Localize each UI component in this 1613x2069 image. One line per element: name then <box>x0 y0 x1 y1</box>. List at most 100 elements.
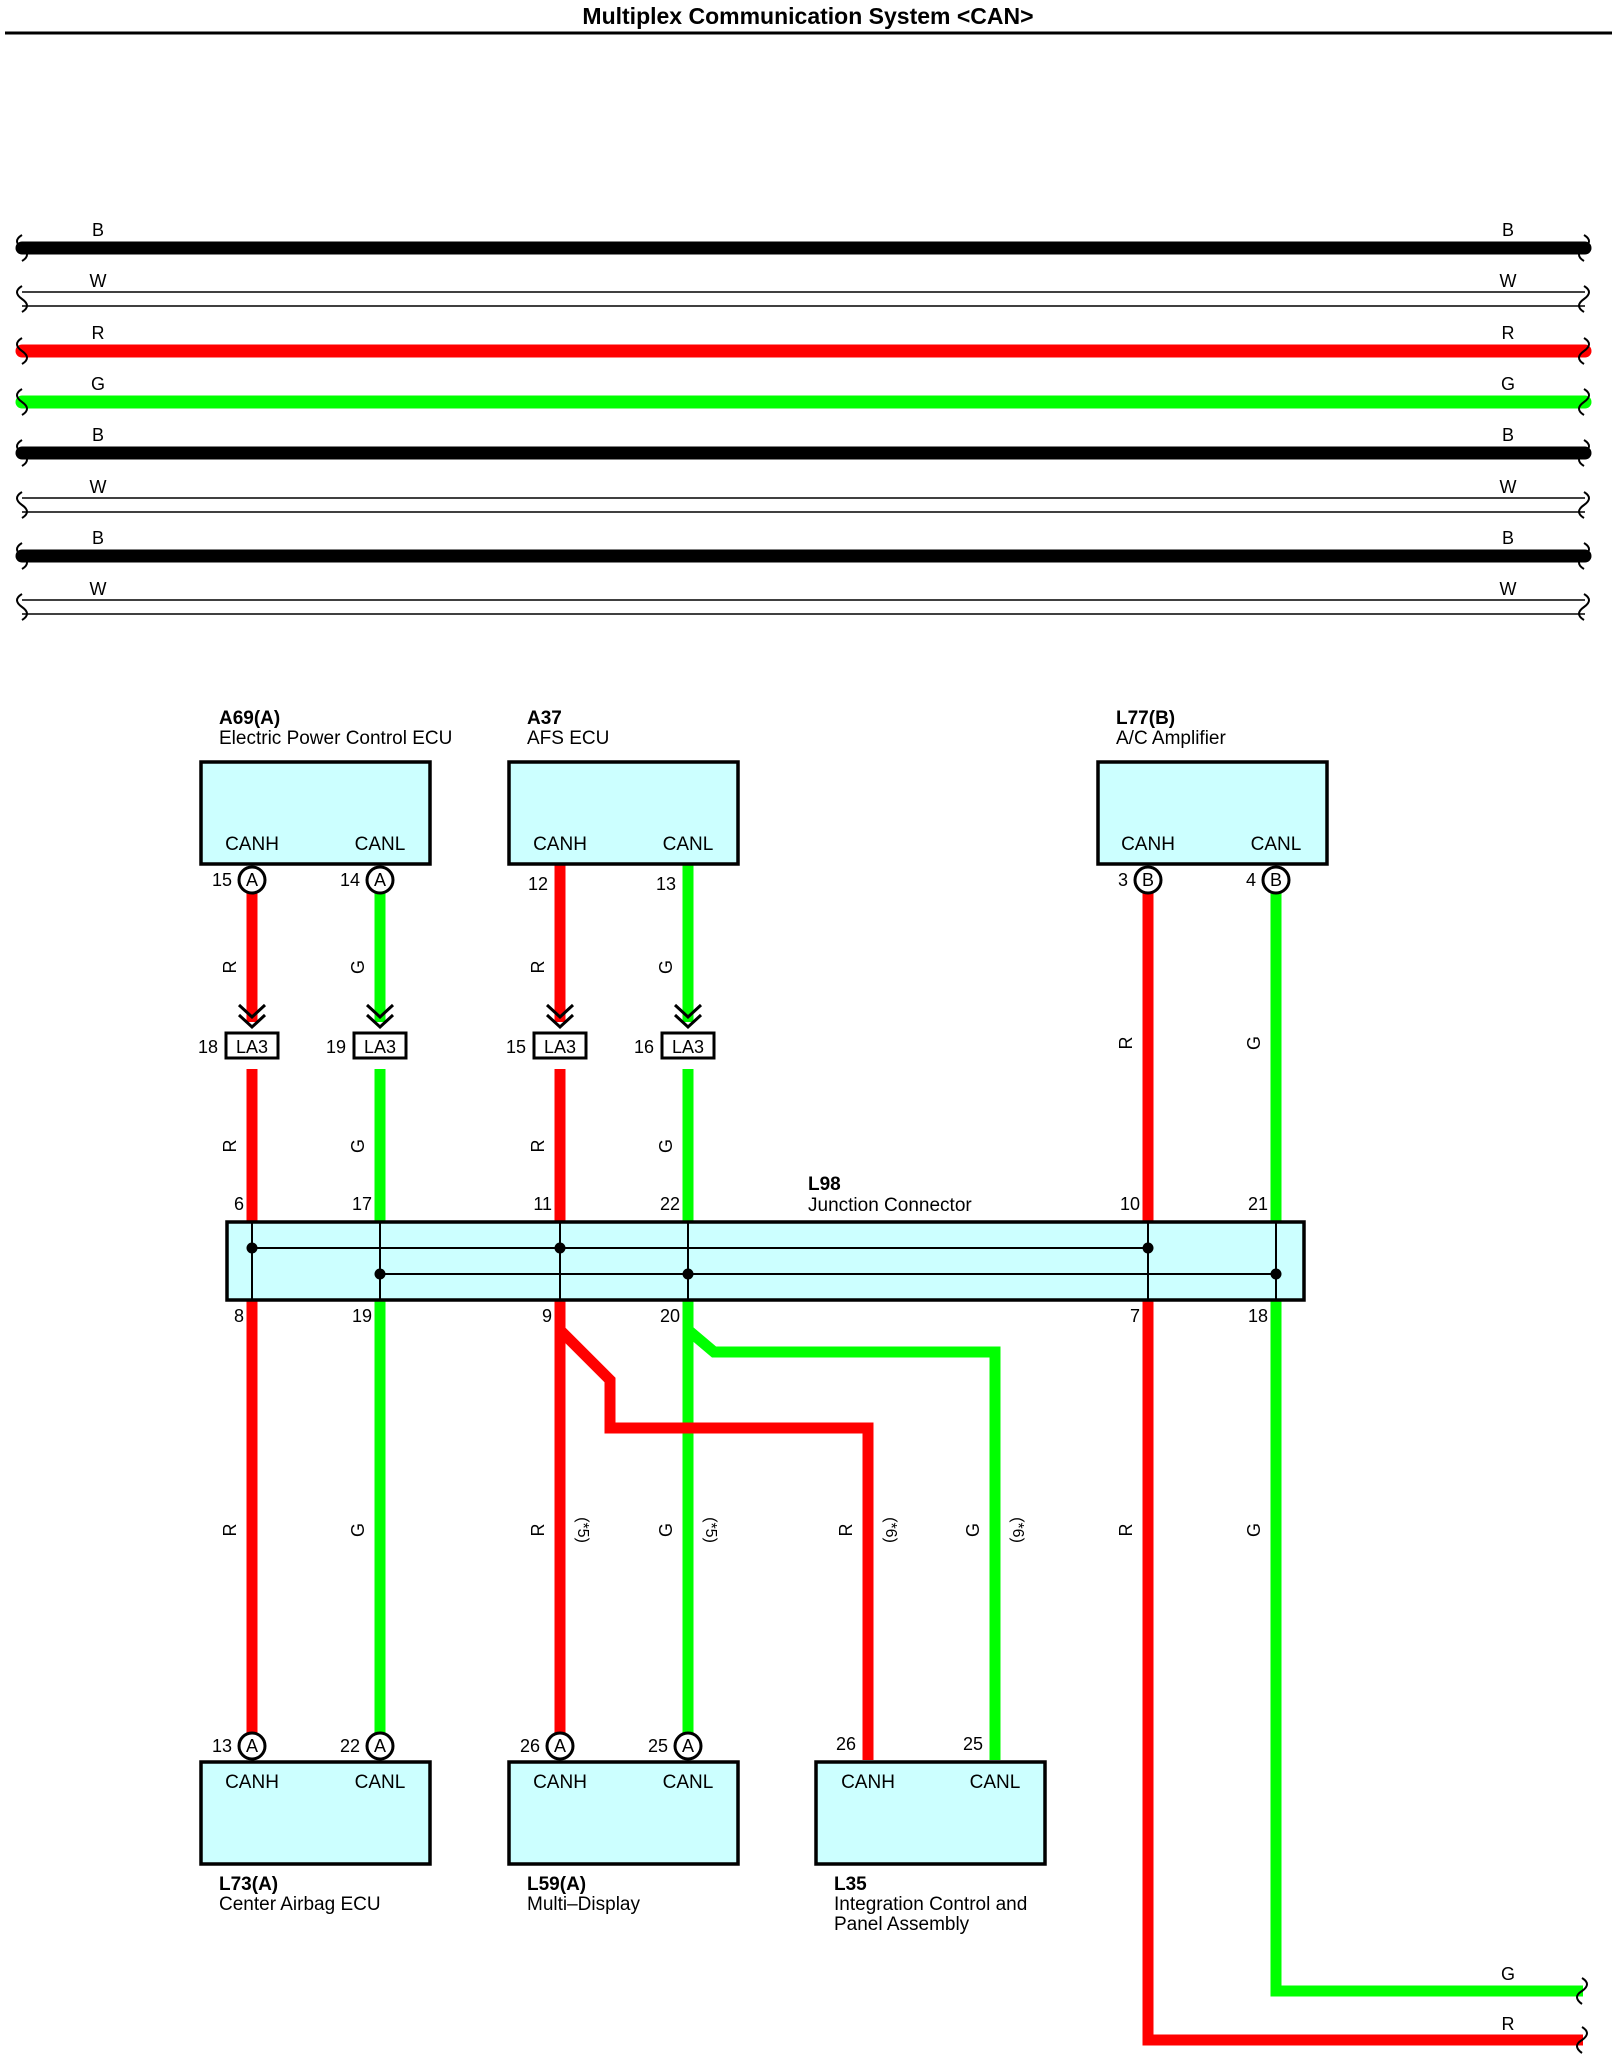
inline-connector-label: LA3 <box>364 1037 396 1057</box>
pin-number: 12 <box>528 874 548 894</box>
junction-splice-dot <box>554 1242 566 1254</box>
junction-pin-bottom: 18 <box>1248 1306 1268 1326</box>
component-code-l73: L73(A) <box>219 1874 278 1895</box>
wire-color-label: R <box>528 1140 548 1153</box>
component-code-l35: L35 <box>834 1874 867 1895</box>
wire-color-label: G <box>656 960 676 974</box>
inline-connector-box <box>532 1031 588 1060</box>
page-title: Multiplex Communication System <CAN> <box>582 3 1033 29</box>
terminal-name-a69: CANH <box>225 834 279 855</box>
bus-label-left: B <box>92 528 104 548</box>
connector-mark-circle <box>1133 865 1163 895</box>
bus-break-left <box>16 542 28 570</box>
terminal-name-l73: CANH <box>225 1772 279 1793</box>
inline-connector-box <box>660 1031 716 1060</box>
bus-label-left: W <box>90 579 107 599</box>
connector-mark-letter: A <box>246 870 258 890</box>
inline-connector-pin: 16 <box>634 1037 654 1057</box>
bus-break-left <box>16 285 28 313</box>
pin-number: 14 <box>340 870 360 890</box>
component-box-l35 <box>814 1760 1047 1866</box>
inline-chevron <box>365 1003 395 1020</box>
connector-mark-letter: A <box>682 1736 694 1756</box>
inline-connector-label: LA3 <box>672 1037 704 1057</box>
bus-break-left <box>16 234 28 262</box>
connector-mark-circle <box>365 865 395 895</box>
inline-chevron <box>237 1003 267 1020</box>
wire-l77-canh-lower <box>1142 1300 1583 2046</box>
junction-name: Junction Connector <box>808 1195 972 1216</box>
variant-note: (*6) <box>1009 1517 1026 1543</box>
junction-pin-bottom: 9 <box>542 1306 552 1326</box>
wire-color-label: G <box>963 1523 983 1537</box>
inline-connector-label: LA3 <box>236 1037 268 1057</box>
terminal-name-l59: CANL <box>663 1772 714 1793</box>
wire-color-label: R <box>220 1524 240 1537</box>
terminal-name-l73: CANL <box>355 1772 406 1793</box>
inline-connector-pin: 19 <box>326 1037 346 1057</box>
pin-number: 25 <box>648 1736 668 1756</box>
component-name-l73: Center Airbag ECU <box>219 1894 381 1915</box>
junction-pin-bottom: 7 <box>1130 1306 1140 1326</box>
inline-chevron <box>545 1013 575 1030</box>
component-code-l77: L77(B) <box>1116 708 1175 729</box>
component-name-l35: Integration Control and <box>834 1894 1027 1915</box>
pin-number: 13 <box>212 1736 232 1756</box>
bus-label-right: R <box>1502 323 1515 343</box>
connector-mark-circle <box>673 1731 703 1761</box>
terminal-name-a37: CANL <box>663 834 714 855</box>
pin-number: 26 <box>836 1734 856 1754</box>
component-name-a69: Electric Power Control ECU <box>219 728 452 749</box>
junction-pin-bottom: 8 <box>234 1306 244 1326</box>
junction-box <box>225 1220 1306 1302</box>
junction-pin-top: 6 <box>234 1194 244 1214</box>
bus-break-right <box>1578 439 1590 467</box>
wire-color-label: G <box>656 1523 676 1537</box>
inline-connector-box <box>352 1031 408 1060</box>
component-box-a69 <box>199 760 432 866</box>
junction-pin-top: 17 <box>352 1194 372 1214</box>
junction-pin-bottom: 19 <box>352 1306 372 1326</box>
component-name-l59: Multi–Display <box>527 1894 640 1915</box>
connector-mark-circle <box>1261 865 1291 895</box>
variant-note: (*5) <box>702 1517 719 1543</box>
wire-color-label: G <box>656 1139 676 1153</box>
connector-mark-letter: A <box>374 870 386 890</box>
junction-pin-top: 10 <box>1120 1194 1140 1214</box>
wire-color-label: R <box>220 961 240 974</box>
bus-label-left: W <box>90 477 107 497</box>
terminal-name-l77: CANH <box>1121 834 1175 855</box>
bus-label-right: B <box>1502 528 1514 548</box>
pin-number: 3 <box>1118 870 1128 890</box>
pin-number: 26 <box>520 1736 540 1756</box>
component-code-a37: A37 <box>527 708 562 729</box>
bus-break-left <box>16 388 28 416</box>
bus-break-left <box>16 439 28 467</box>
bus-label-left: R <box>92 323 105 343</box>
connector-mark-letter: A <box>374 1736 386 1756</box>
bus-label-right: B <box>1502 220 1514 240</box>
bus-label-right: W <box>1500 271 1517 291</box>
junction-splice-dot <box>374 1268 386 1280</box>
connector-mark-letter: B <box>1142 870 1154 890</box>
wire-layer <box>246 865 1583 2046</box>
wire-color-label: R <box>220 1140 240 1153</box>
bus-break-right <box>1578 491 1590 519</box>
bus-label-right: B <box>1502 425 1514 445</box>
bus-label-left: B <box>92 220 104 240</box>
component-code-l59: L59(A) <box>527 1874 586 1895</box>
component-box-l59 <box>507 1760 740 1866</box>
junction-pin-top: 11 <box>533 1194 552 1214</box>
wire-color-label: G <box>348 1523 368 1537</box>
bus-break-left <box>16 337 28 365</box>
wire-color-label: R <box>528 961 548 974</box>
connector-mark-circle <box>545 1731 575 1761</box>
wire-label-g-bottom: G <box>1501 1964 1515 1984</box>
bus-break-right <box>1578 337 1590 365</box>
terminal-name-l35: CANL <box>970 1772 1021 1793</box>
wire-l35-canh <box>556 1326 874 1760</box>
bus-break-right <box>1578 593 1590 621</box>
